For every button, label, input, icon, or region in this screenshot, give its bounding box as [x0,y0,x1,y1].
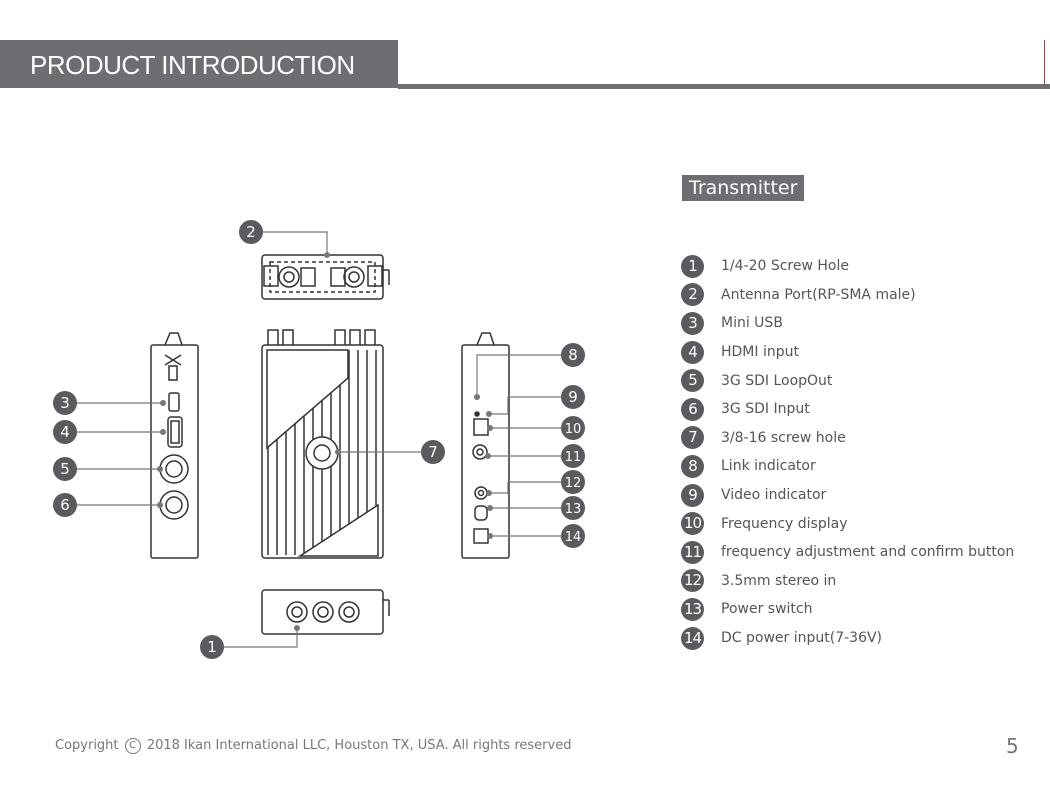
callout-1: 1 [200,635,224,659]
callout-6: 6 [53,493,77,517]
legend-number-badge: 10 [681,512,704,536]
legend-number-badge: 4 [681,340,704,364]
header-rule-edge [1044,40,1045,84]
legend-item: 11 frequency adjustment and confirm butto… [681,538,1014,567]
legend-list: 1 1/4-20 Screw Hole 2 Antenna Port(RP-SMA … [681,252,1014,652]
legend-item: 3 Mini USB [681,309,1014,338]
top-view [261,254,390,300]
front-view [261,329,384,559]
svg-text:6: 6 [60,496,70,514]
legend-label: frequency adjustment and confirm button [721,544,1015,561]
legend-item: 12 3.5mm stereo in [681,567,1014,596]
legend-number-badge: 3 [681,311,704,335]
svg-text:13: 13 [565,502,582,517]
legend-number-badge: 14 [681,626,704,650]
legend-label: DC power input(7-36V) [721,630,883,647]
legend-label: 1/4-20 Screw Hole [721,258,849,275]
left-side-view [150,332,199,559]
callout-5: 5 [53,457,77,481]
legend-item: 5 3G SDI LoopOut [681,366,1014,395]
legend-item: 2 Antenna Port(RP-SMA male) [681,281,1014,310]
legend-label: 3.5mm stereo in [721,572,837,589]
legend-item: 7 3/8-16 screw hole [681,424,1014,453]
header-rule [398,84,1050,89]
legend-item: 8 Link indicator [681,452,1014,481]
footer-copyright: Copyright C 2018 Ikan International LLC,… [55,738,571,754]
callout-10: 10 [561,416,585,440]
svg-text:10: 10 [565,422,582,437]
right-side-view [461,332,510,559]
callout-13: 13 [561,496,585,520]
callout-12: 12 [561,470,585,494]
callout-11: 11 [561,444,585,468]
svg-text:2: 2 [246,223,256,241]
callout-4: 4 [53,420,77,444]
legend-item: 6 3G SDI Input [681,395,1014,424]
legend-item: 9 Video indicator [681,481,1014,510]
header-bar [0,40,398,88]
legend-label: Power switch [721,601,813,618]
copyright-icon: C [124,738,141,754]
svg-text:5: 5 [60,460,70,478]
callout-8: 8 [561,343,585,367]
legend-item: 1 1/4-20 Screw Hole [681,252,1014,281]
svg-text:14: 14 [565,530,582,545]
svg-text:7: 7 [428,443,438,461]
legend-item: 14 DC power input(7-36V) [681,624,1014,653]
callout-2: 2 [239,220,263,244]
callout-14: 14 [561,524,585,548]
legend-label: 3G SDI LoopOut [721,372,833,389]
legend-item: 4 HDMI input [681,338,1014,367]
legend-number-badge: 6 [681,397,704,421]
svg-text:4: 4 [60,423,70,441]
legend-number-badge: 7 [681,426,704,450]
legend-label: Antenna Port(RP-SMA male) [721,286,916,303]
copyright-prefix: Copyright [55,738,119,753]
legend-number-badge: 12 [681,569,704,593]
legend-label: Frequency display [721,515,848,532]
section-title: Transmitter [682,175,805,201]
svg-text:12: 12 [565,476,582,491]
copyright-text: 2018 Ikan International LLC, Houston TX,… [146,738,572,753]
bottom-view [261,589,390,635]
legend-number-badge: 8 [681,454,704,478]
svg-text:8: 8 [568,346,578,364]
page-number: 5 [1006,734,1019,758]
legend-label: Mini USB [721,315,783,332]
svg-text:9: 9 [568,388,578,406]
callout-9: 9 [561,385,585,409]
legend-label: Video indicator [721,487,827,504]
legend-label: HDMI input [721,344,799,361]
svg-text:1: 1 [207,638,217,656]
legend-item: 10 Frequency display [681,509,1014,538]
svg-text:11: 11 [565,450,582,465]
legend-number-badge: 9 [681,483,704,507]
legend-item: 13 Power switch [681,595,1014,624]
legend-number-badge: 13 [681,597,704,621]
callout-7: 7 [421,440,445,464]
legend-number-badge: 2 [681,283,704,307]
legend-number-badge: 11 [681,540,704,564]
legend-number-badge: 1 [681,254,704,278]
callout-3: 3 [53,391,77,415]
legend-label: 3G SDI Input [721,401,810,418]
legend-label: 3/8-16 screw hole [721,429,846,446]
svg-text:3: 3 [60,394,70,412]
legend-number-badge: 5 [681,369,704,393]
legend-label: Link indicator [721,458,816,475]
page-title: PRODUCT INTRODUCTION [30,50,355,80]
